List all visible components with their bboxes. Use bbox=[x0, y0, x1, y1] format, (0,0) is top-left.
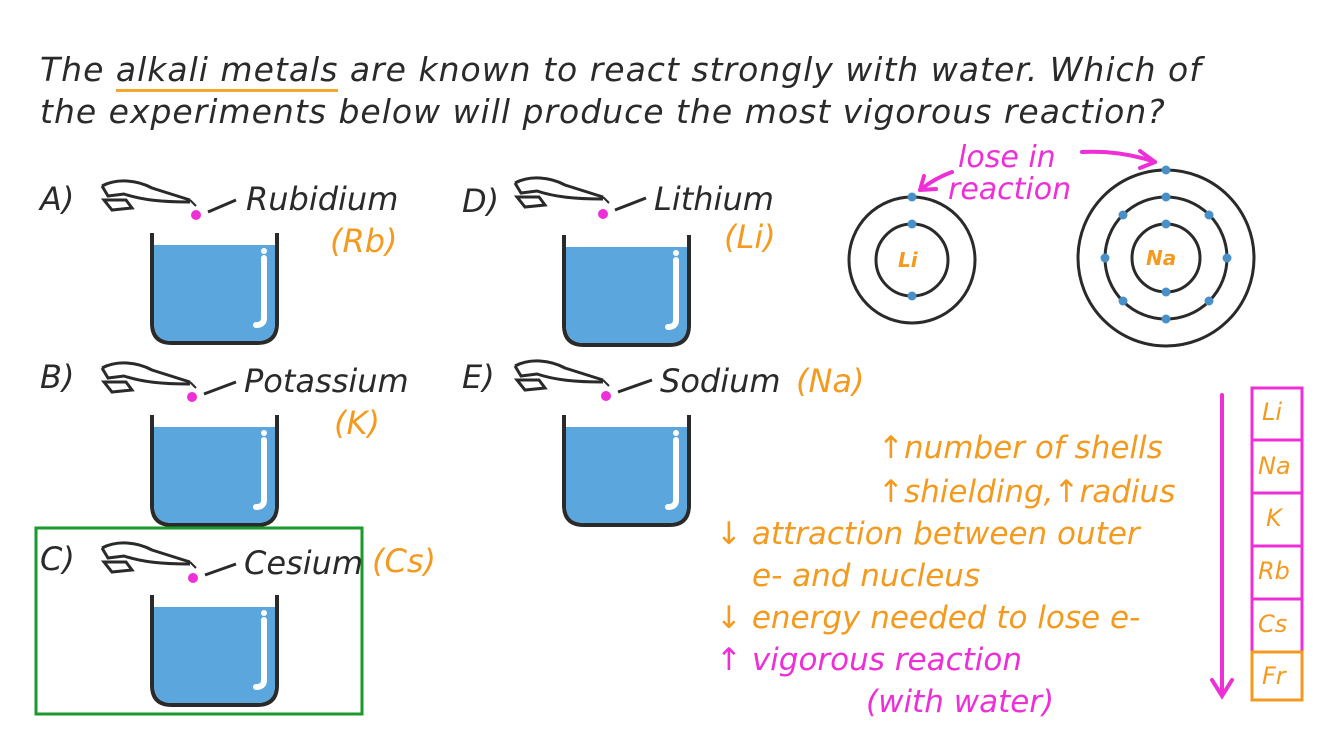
tongs-icon bbox=[513, 359, 611, 392]
tongs-icon bbox=[513, 176, 611, 209]
tongs-icon bbox=[100, 361, 198, 394]
experiment-d-element: Lithium bbox=[654, 180, 774, 218]
experiment-b-apparatus bbox=[100, 361, 277, 525]
reaction-label: reaction bbox=[948, 172, 1072, 207]
metal-sample-rb bbox=[191, 210, 201, 220]
explanation-attraction: ↓ attraction between outer bbox=[716, 516, 1140, 552]
experiment-a-symbol: (Rb) bbox=[330, 222, 398, 260]
experiment-a-element: Rubidium bbox=[246, 180, 399, 218]
group-rb: Rb bbox=[1258, 557, 1290, 585]
arrow-icon bbox=[203, 380, 237, 396]
tongs-icon bbox=[100, 541, 198, 574]
experiment-c-apparatus bbox=[34, 526, 364, 716]
alkali-metals-highlight: alkali metals bbox=[115, 50, 339, 92]
down-group-arrow bbox=[1210, 393, 1234, 700]
experiment-b-symbol: (K) bbox=[334, 404, 380, 442]
arrow-icon bbox=[204, 562, 237, 577]
group-k: K bbox=[1266, 504, 1282, 532]
beaker-icon bbox=[152, 233, 277, 343]
experiment-e-letter: E) bbox=[462, 358, 495, 396]
group-fr: Fr bbox=[1262, 662, 1286, 690]
li-nucleus-label: Li bbox=[898, 248, 918, 272]
na-nucleus-label: Na bbox=[1146, 246, 1177, 270]
experiment-c-letter: C) bbox=[40, 540, 75, 578]
beaker-icon bbox=[564, 235, 689, 345]
beaker-icon bbox=[152, 415, 277, 525]
arrow-icon bbox=[614, 196, 647, 212]
experiment-c-element: Cesium bbox=[244, 544, 364, 582]
arrow-icon bbox=[207, 198, 237, 214]
experiment-a-letter: A) bbox=[40, 180, 75, 218]
correct-answer-box bbox=[34, 526, 364, 716]
explanation-shielding: ↑shielding,↑radius bbox=[878, 474, 1176, 510]
tongs-icon bbox=[100, 179, 198, 212]
experiment-e-element: Sodium bbox=[660, 362, 781, 400]
metal-sample-k bbox=[187, 392, 197, 402]
experiment-c-symbol: (Cs) bbox=[372, 542, 436, 580]
explanation-energy: ↓ energy needed to lose e- bbox=[716, 600, 1141, 636]
lose-electron-arrows bbox=[918, 149, 1157, 192]
group-li: Li bbox=[1262, 398, 1283, 426]
group-cs: Cs bbox=[1258, 610, 1288, 638]
question-text-rest: are known to react strongly with water. … bbox=[338, 50, 1202, 89]
lose-in-label: lose in bbox=[958, 140, 1056, 175]
explanation-shells: ↑number of shells bbox=[878, 430, 1163, 466]
sodium-atom bbox=[1076, 165, 1256, 348]
experiment-d-apparatus bbox=[513, 176, 689, 345]
experiment-a-apparatus bbox=[100, 179, 277, 343]
explanation-nucleus: e- and nucleus bbox=[752, 558, 981, 594]
arrow-icon bbox=[617, 378, 653, 394]
explanation-vigorous: ↑ vigorous reaction bbox=[716, 642, 1023, 678]
question-line-2: the experiments below will produce the m… bbox=[40, 92, 1166, 131]
experiment-e-symbol: (Na) bbox=[796, 362, 865, 400]
beaker-icon bbox=[564, 415, 689, 525]
metal-sample-na bbox=[601, 391, 611, 401]
experiment-b-letter: B) bbox=[40, 358, 75, 396]
experiment-e-apparatus bbox=[513, 359, 689, 525]
experiment-d-letter: D) bbox=[462, 182, 500, 220]
experiment-b-element: Potassium bbox=[244, 362, 409, 400]
question-line-1: The alkali metals are known to react str… bbox=[40, 50, 1202, 92]
metal-sample-li bbox=[598, 209, 608, 219]
group-column-boxes bbox=[1250, 386, 1304, 702]
metal-sample-cs bbox=[188, 573, 198, 583]
group-na: Na bbox=[1258, 452, 1291, 480]
lithium-atom bbox=[847, 192, 977, 325]
beaker-icon bbox=[152, 595, 277, 705]
question-text-start: The bbox=[40, 50, 116, 89]
experiment-d-symbol: (Li) bbox=[724, 218, 776, 256]
explanation-with-water: (with water) bbox=[866, 684, 1055, 720]
